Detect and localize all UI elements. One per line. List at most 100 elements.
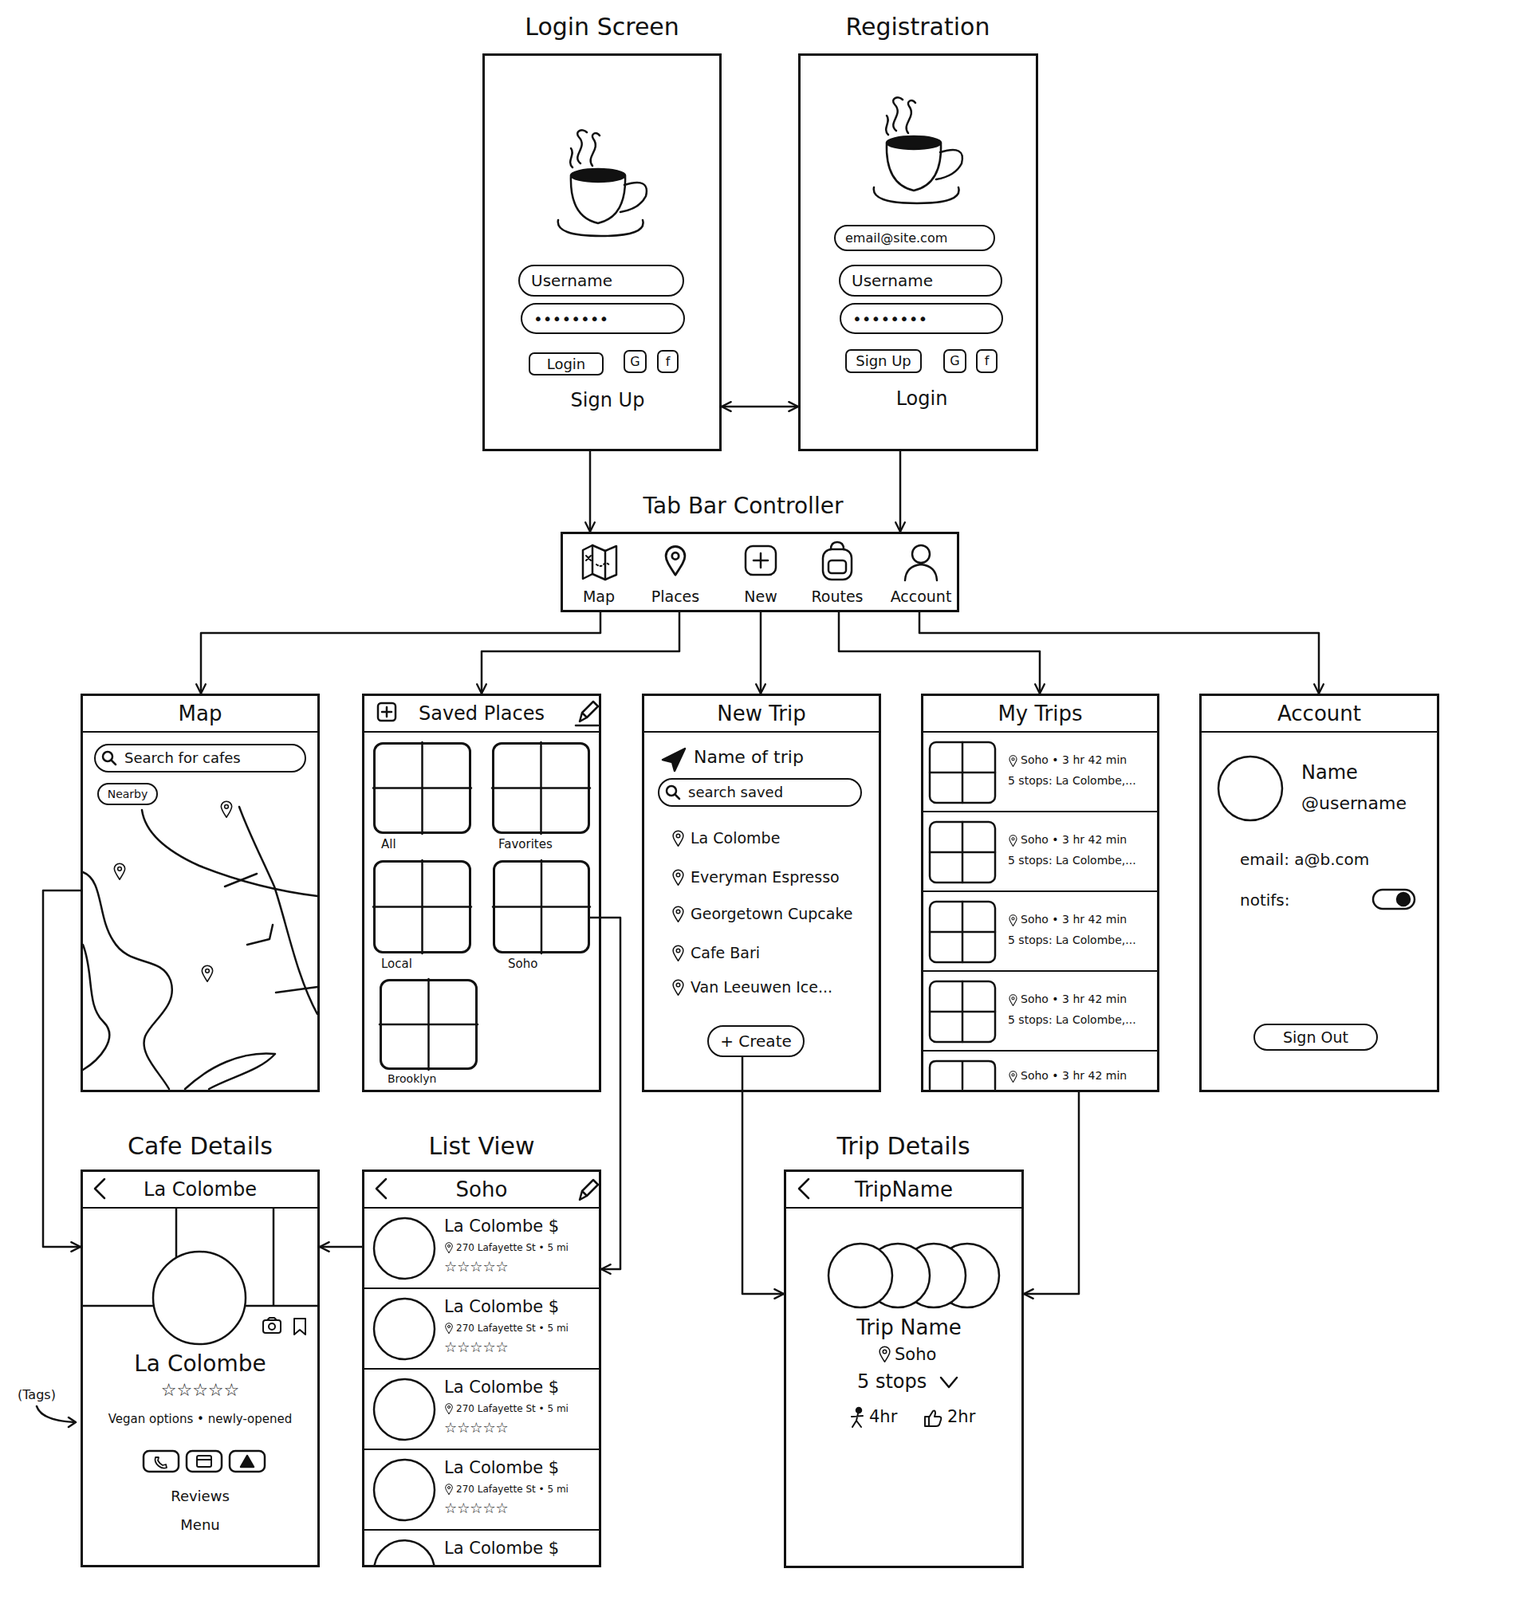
field-text: Login [546, 355, 587, 374]
text-label: All [381, 837, 397, 852]
text-label: 5 stops: La Colombe,... [1007, 774, 1137, 788]
sketch-stroke [263, 1320, 281, 1334]
header-title: Account [1201, 696, 1437, 733]
button: Login [528, 352, 604, 376]
sketch-stroke [798, 1179, 809, 1199]
trip-row: Soho • 3 hr 42 min5 stops: La Colombe,..… [923, 972, 1157, 1052]
sketch-stroke [672, 869, 684, 886]
sketch-stroke [294, 1318, 306, 1335]
trip-row: Soho • 3 hr 42 min5 stops: La Colombe,..… [923, 892, 1157, 973]
text-label: Cafe Details [127, 1132, 273, 1161]
sketch-stroke [1009, 835, 1017, 847]
field-text: + Create [720, 1031, 792, 1051]
sketch-stroke [239, 806, 318, 1015]
sketch-stroke [445, 1243, 453, 1254]
collection-tile: All [373, 742, 472, 835]
sketch-stroke [141, 810, 318, 897]
sketch-stroke [582, 545, 617, 580]
trip-row: Soho • 3 hr 42 min 5 stops: La Colombe,..… [923, 732, 1157, 813]
sketch-stroke [596, 562, 610, 567]
flow-arrow [590, 917, 621, 1270]
header-title: My Trips [923, 696, 1157, 733]
sketch-stroke [924, 1410, 941, 1427]
text-label: ☆☆☆☆☆ [444, 1258, 509, 1276]
trip-details-art [798, 1179, 1000, 1428]
text-label: Soho • 3 hr 42 min [1020, 992, 1127, 1007]
sketch-stroke [929, 901, 996, 963]
text-label: Login [896, 387, 949, 411]
text-label: Registration [846, 12, 991, 42]
text-label: email: a@b.com [1239, 850, 1370, 870]
sketch-stroke [592, 545, 606, 580]
sketch-stroke [94, 1179, 105, 1199]
sketch-stroke [82, 872, 173, 1090]
text-label: Brooklyn [387, 1072, 437, 1087]
sketch-stroke [196, 1456, 212, 1468]
button: f [975, 349, 998, 374]
sketch-stroke [822, 549, 852, 580]
saved-places-art [373, 701, 599, 1071]
screen-frame: Trip DetailsTripNameTrip NameSoho5 stops… [783, 1169, 1024, 1569]
flow-arrow [1023, 1092, 1079, 1295]
field-text: Username [851, 271, 933, 291]
header-title: La Colombe [82, 1172, 318, 1209]
button: G [943, 349, 967, 374]
sketch-stroke [672, 830, 684, 847]
search-bar: search saved [657, 778, 862, 807]
text-label: 5 stops: La Colombe,... [1007, 853, 1137, 868]
sketch-stroke [929, 742, 996, 803]
sketch-stroke [240, 1456, 254, 1468]
sketch-stroke [575, 701, 599, 726]
sketch-stroke [1009, 1071, 1017, 1083]
list-row: La Colombe $ [364, 1530, 599, 1566]
button: f [657, 350, 679, 374]
field-text: G [629, 354, 640, 370]
sketch-stroke [247, 924, 273, 945]
screen-frame: New TripName of tripLa ColombeEveryman E… [641, 693, 882, 1093]
cafe-details-art [36, 1179, 318, 1472]
sketch-stroke [491, 742, 591, 835]
trip-row: Soho • 3 hr 42 min [923, 1051, 1157, 1091]
text-label: Sign Up [570, 389, 646, 413]
input-field: •••••••• [839, 303, 1004, 335]
sketch-stroke [1397, 893, 1410, 906]
text-label: Soho • 3 hr 42 min [1020, 912, 1127, 927]
sketch-stroke [929, 1061, 996, 1090]
flow-arrow [589, 451, 592, 532]
sketch-stroke [36, 1406, 75, 1423]
text-label: 5 stops [857, 1370, 927, 1394]
sketch-stroke [1009, 755, 1017, 768]
sketch-stroke [445, 1484, 453, 1496]
sketch-stroke [267, 1318, 277, 1321]
text-label: Everyman Espresso [690, 868, 840, 887]
input-field: email@site.com [834, 224, 996, 252]
text-label: List View [428, 1132, 535, 1161]
text-label: La Colombe $ [444, 1297, 559, 1318]
sketch-stroke [929, 822, 996, 883]
flow-arrow [919, 612, 1319, 694]
screen-frame: AccountName@usernameemail: a@b.comnotifs… [1199, 693, 1440, 1093]
text-label: Soho • 3 hr 42 min [1020, 1069, 1127, 1083]
flow-arrow [742, 1057, 784, 1295]
sketch-stroke [929, 901, 996, 963]
sketch-stroke [579, 1180, 599, 1201]
button: Sign Up [845, 349, 922, 374]
text-label: La Colombe [133, 1350, 267, 1378]
sketch-stroke [1009, 995, 1017, 1007]
field-text: Search for cafes [124, 749, 241, 768]
text-label: 270 Lafayette St • 5 mi [456, 1403, 569, 1415]
text-label: Soho • 3 hr 42 min [1020, 753, 1127, 768]
sketch-stroke [373, 1298, 435, 1360]
sketch-stroke [68, 1417, 76, 1428]
sketch-stroke [373, 742, 472, 835]
list-row: La Colombe $270 Lafayette St • 5 mi☆☆☆☆☆ [364, 1450, 599, 1531]
sketch-stroke [373, 1459, 435, 1521]
flow-arrow [759, 612, 763, 694]
sketch-stroke [184, 1053, 276, 1090]
sketch-stroke [82, 944, 110, 1071]
sketch-stroke [905, 564, 937, 581]
header-title: TripName [786, 1172, 1022, 1209]
tab-bar: Tab Bar ControllerMapPlacesNewRoutesAcco… [560, 531, 960, 613]
button: G [623, 350, 647, 374]
